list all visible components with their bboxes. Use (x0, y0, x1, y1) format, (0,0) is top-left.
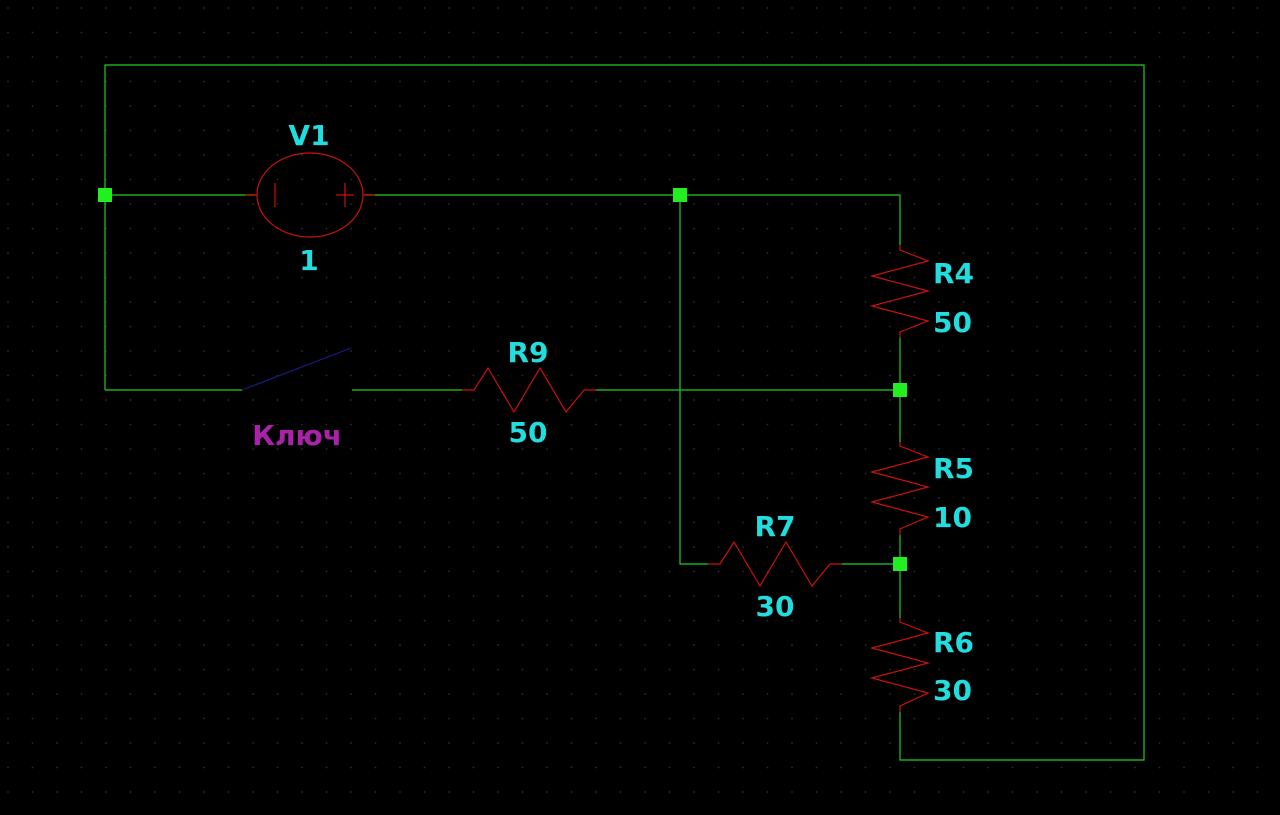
resistor-r4[interactable] (869, 245, 931, 338)
switch-label: Ключ (252, 419, 342, 452)
r4-value-label: 50 (933, 306, 972, 339)
r9-value-label: 50 (509, 416, 548, 449)
junction-node[interactable] (893, 383, 907, 397)
resistor-r9[interactable] (462, 366, 596, 414)
r5-value-label: 10 (933, 501, 972, 534)
r5-name-label: R5 (933, 452, 974, 485)
r6-name-label: R6 (933, 626, 974, 659)
junction-node[interactable] (673, 188, 687, 202)
switch-blade[interactable] (241, 347, 352, 391)
v1-name-label: V1 (288, 119, 329, 152)
junction-node[interactable] (893, 557, 907, 571)
grid-dots (7, 7, 1259, 793)
voltage-source-v1[interactable] (245, 152, 375, 238)
r7-value-label: 30 (756, 590, 795, 623)
resistor-r5[interactable] (869, 442, 931, 535)
junction-node[interactable] (98, 188, 112, 202)
wire-node-to-r7[interactable] (679, 195, 708, 565)
junction-nodes (98, 188, 907, 571)
r7-name-label: R7 (754, 510, 795, 543)
resistor-r6[interactable] (869, 618, 931, 712)
wire-v1-to-r4[interactable] (365, 194, 901, 245)
r6-value-label: 30 (933, 674, 972, 707)
resistor-r7[interactable] (708, 540, 842, 588)
r4-name-label: R4 (933, 257, 974, 290)
r9-name-label: R9 (507, 336, 548, 369)
wire-outer-loop[interactable] (104, 64, 1145, 761)
v1-value-label: 1 (299, 244, 318, 277)
wires (104, 64, 1145, 761)
